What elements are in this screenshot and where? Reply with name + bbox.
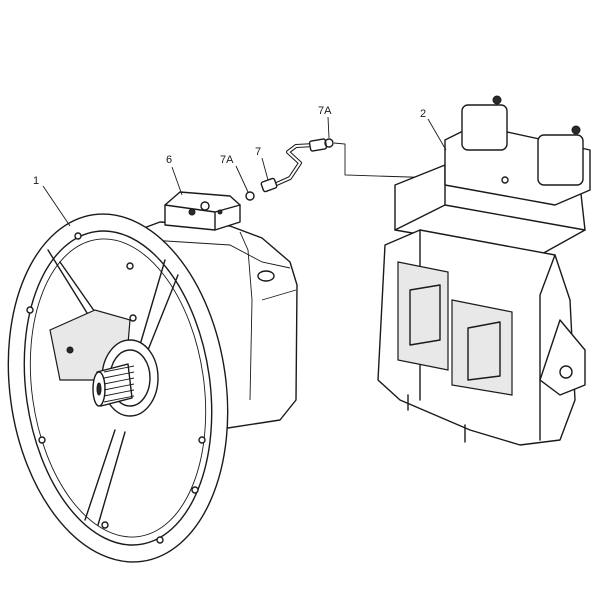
part-7A-seal-right — [324, 138, 334, 148]
part-2-valve-block — [377, 95, 591, 446]
part-1-pump — [7, 213, 298, 563]
solenoid-left — [461, 104, 508, 151]
callout-6: 6 — [166, 154, 172, 166]
part-7A-seal-left — [245, 191, 255, 201]
assembly-path-line — [333, 142, 441, 179]
part-6-block — [164, 191, 241, 231]
solenoid-right — [537, 134, 584, 186]
callout-1: 1 — [33, 175, 39, 187]
callout-7: 7 — [255, 146, 261, 158]
flange-bolt-holes — [26, 232, 206, 544]
leader-lines — [42, 116, 447, 227]
callout-2: 2 — [420, 108, 426, 120]
part-7-tube — [260, 138, 328, 193]
callout-7A-left: 7A — [220, 154, 234, 166]
callout-7A-right: 7A — [318, 105, 332, 117]
